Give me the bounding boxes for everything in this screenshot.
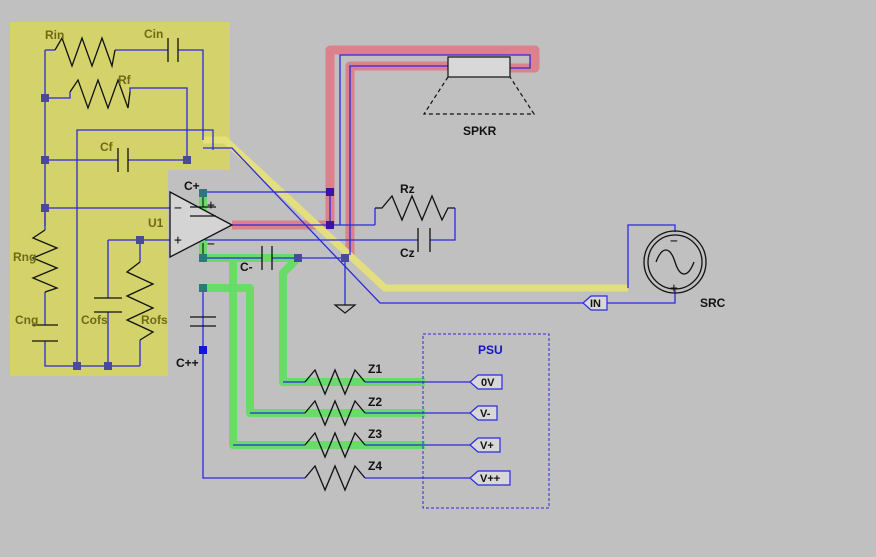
label-z3: Z3 xyxy=(368,427,382,441)
psu-rail-tag-vminus-label: V- xyxy=(480,408,491,420)
junction-nodes xyxy=(41,94,349,370)
label-z1: Z1 xyxy=(368,362,382,376)
label-rofs: Rofs xyxy=(141,313,168,327)
input-net-tag: IN xyxy=(582,295,608,311)
resistor-rng xyxy=(31,229,59,293)
feedback-network-block xyxy=(10,22,230,376)
psu-title: PSU xyxy=(478,343,503,357)
resistor-z1 xyxy=(304,368,366,396)
label-cng: Cng xyxy=(15,313,38,327)
psu-rail-tag-vminus: V- xyxy=(469,405,498,421)
label-u1: U1 xyxy=(148,216,164,230)
psu-rail-tag-vplus-label: V+ xyxy=(480,440,494,452)
source-plus-pin: + xyxy=(670,281,678,296)
capacitor-cng xyxy=(32,324,58,342)
signal-source-symbol xyxy=(643,230,707,294)
cplus-pin-sign: + xyxy=(207,198,215,213)
label-rng: Rng xyxy=(13,250,36,264)
capacitor-cin xyxy=(167,38,179,62)
psu-rail-tag-vplusplus: V++ xyxy=(469,470,511,486)
psu-rail-tag-0v: 0V xyxy=(469,374,503,390)
label-cz: Cz xyxy=(400,246,415,260)
resistor-z4 xyxy=(304,464,366,492)
label-cplus: C+ xyxy=(184,179,200,193)
label-rin: Rin xyxy=(45,28,64,42)
psu-rail-tag-vplus: V+ xyxy=(469,437,501,453)
capacitor-cofs xyxy=(94,297,122,313)
label-rz: Rz xyxy=(400,182,415,196)
label-cf: Cf xyxy=(100,140,114,154)
capacitor-cz xyxy=(417,228,431,252)
resistor-rz xyxy=(375,194,455,222)
capacitor-cminus xyxy=(261,246,273,270)
opamp-plus-pin: + xyxy=(174,233,182,248)
label-src: SRC xyxy=(700,296,726,310)
ground-symbol xyxy=(333,304,357,314)
cminus-pin-sign: − xyxy=(207,237,215,252)
capacitor-cf xyxy=(117,148,129,172)
input-net-tag-label: IN xyxy=(590,298,601,310)
label-z4: Z4 xyxy=(368,459,382,473)
supply-highlight xyxy=(199,193,425,449)
opamp-u1: − + xyxy=(169,190,234,259)
label-spkr: SPKR xyxy=(463,124,497,138)
cplusplus-node xyxy=(199,346,207,354)
label-cplusplus: C++ xyxy=(176,356,199,370)
resistor-rf xyxy=(69,78,131,110)
input-highlight xyxy=(203,136,628,292)
psu-box xyxy=(422,333,550,509)
psu-rail-tag-vplusplus-label: V++ xyxy=(480,473,500,485)
speaker-symbol xyxy=(422,56,536,115)
resistor-z3 xyxy=(304,431,366,459)
source-minus-pin: − xyxy=(670,234,678,249)
resistor-rofs xyxy=(125,261,155,341)
output-nodes xyxy=(326,188,334,229)
output-highlight xyxy=(232,45,540,255)
supply-nodes xyxy=(199,189,207,292)
resistor-rin xyxy=(54,36,116,69)
label-z2: Z2 xyxy=(368,395,382,409)
resistor-z2 xyxy=(304,399,366,427)
capacitor-cplus xyxy=(190,206,216,217)
wires xyxy=(44,49,676,479)
capacitor-cplusplus xyxy=(190,316,216,327)
label-rf: Rf xyxy=(118,73,132,87)
label-cin: Cin xyxy=(144,27,163,41)
opamp-minus-pin: − xyxy=(174,201,182,216)
label-cofs: Cofs xyxy=(81,313,108,327)
psu-rail-tag-0v-label: 0V xyxy=(481,377,495,389)
label-cminus: C- xyxy=(240,260,253,274)
